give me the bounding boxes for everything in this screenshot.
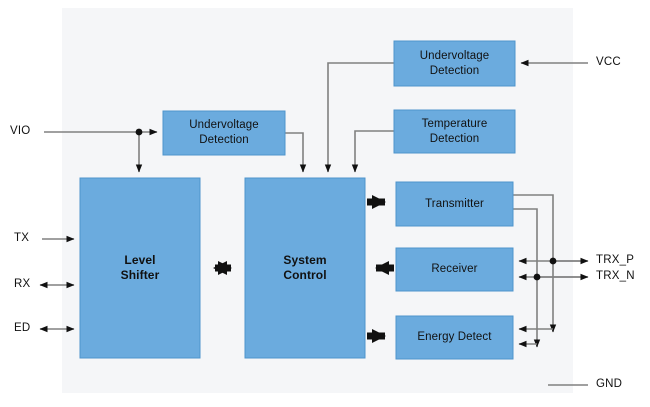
pin-label-vcc: VCC xyxy=(596,56,621,68)
pin-label-vio: VIO xyxy=(10,125,31,137)
bold-wire-group xyxy=(213,195,394,343)
pin-label-trx-n: TRX_N xyxy=(596,270,635,282)
junction-dot-trxp xyxy=(549,257,557,265)
block-transmitter[interactable] xyxy=(395,181,514,227)
wire-undervoltage-vcc-to-system-control xyxy=(324,62,394,173)
junction-dot-trxn xyxy=(533,273,541,281)
pin-label-ed: ED xyxy=(14,322,31,334)
block-undervoltage-detection-vcc[interactable] xyxy=(393,40,516,87)
block-rect-group xyxy=(79,40,516,360)
wire-transmitter-out-p xyxy=(513,194,557,333)
block-receiver[interactable] xyxy=(395,247,514,292)
thin-wire-group xyxy=(39,59,589,386)
junction-dot-vio xyxy=(135,128,143,136)
junction-dot-group xyxy=(135,128,557,281)
pin-label-trx-p: TRX_P xyxy=(596,254,635,266)
wire-undervoltage-vio-to-system-control xyxy=(285,132,307,173)
block-system-control[interactable] xyxy=(244,177,366,359)
block-level-shifter[interactable] xyxy=(79,177,201,359)
block-energy-detect[interactable] xyxy=(395,315,514,360)
block-temperature-detection[interactable] xyxy=(393,109,516,154)
wire-transmitter-out-n xyxy=(513,208,541,348)
wire-temperature-to-system-control xyxy=(351,130,394,173)
pin-label-tx: TX xyxy=(14,232,30,244)
pin-label-rx: RX xyxy=(14,278,31,290)
pin-label-gnd: GND xyxy=(596,378,623,390)
block-undervoltage-detection-vio[interactable] xyxy=(162,110,286,156)
